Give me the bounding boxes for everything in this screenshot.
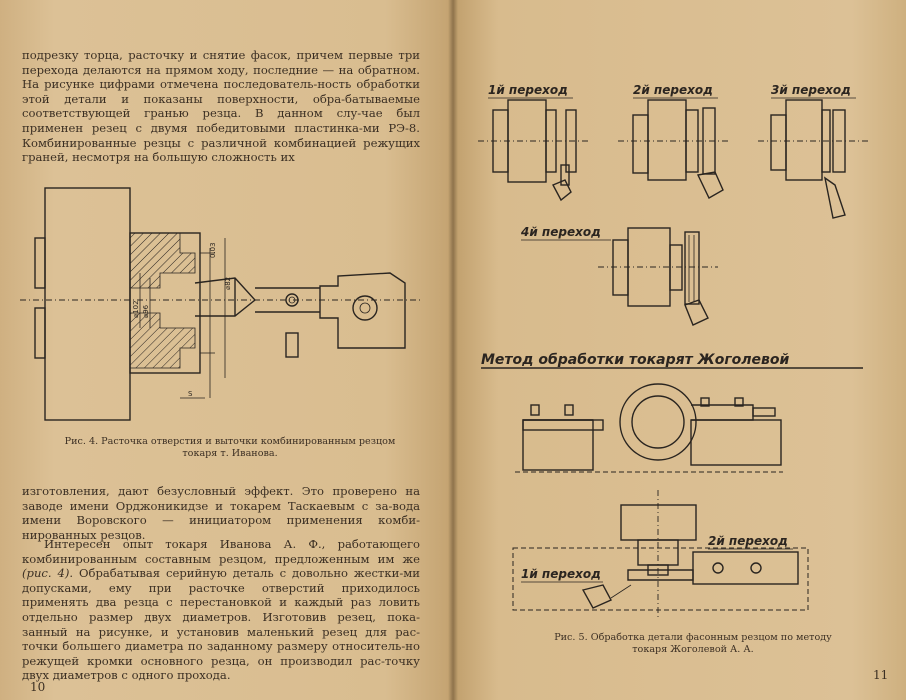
right-page-number: 11 [873, 668, 889, 682]
figure-5-caption: Рис. 5. Обработка детали фасонным резцом… [498, 632, 888, 656]
dim-003: 0.03 [209, 242, 217, 258]
para3-end: . Обрабатывая серийную деталь с довольно… [22, 566, 420, 683]
lower-transition-1-label: 1й переход [521, 567, 601, 581]
method-lower-sketch [512, 490, 809, 620]
left-paragraph-2: изготовления, дают безусловный эффект. Э… [22, 484, 420, 542]
dim-96: ⌀96 [142, 304, 150, 318]
book-gutter [448, 0, 458, 700]
figure-4-reference: (рис. 4) [22, 566, 70, 581]
method-main-sketch [515, 383, 783, 473]
figure-5-drawing: 1й переход 2й переход 3й переход [478, 83, 868, 620]
left-page: подрезку торца, расточку и снятие фасок,… [0, 0, 453, 700]
figure-4-drawing: 0.03 ⌀82 ⌀102 ⌀96 S [20, 187, 420, 421]
right-page: 1й переход 2й переход 3й переход [453, 0, 906, 700]
transition-1-label: 1й переход [488, 83, 568, 97]
transition-1-sketch [478, 99, 588, 202]
transition-3-label: 3й переход [771, 83, 851, 97]
transition-2-label: 2й переход [633, 83, 713, 97]
left-paragraph-3: Интересен опыт токаря Иванова А. Ф., раб… [22, 537, 420, 683]
dim-102: ⌀102 [132, 300, 140, 318]
method-title: Метод обработки токарят Жоголевой [481, 352, 789, 368]
left-paragraph-1: подрезку торца, расточку и снятие фасок,… [22, 48, 420, 165]
para3-start: Интересен опыт токаря Иванова А. Ф., раб… [22, 537, 420, 566]
figure-5-caption-line-2: токаря Жоголевой А. А. [632, 644, 754, 655]
dim-s: S [188, 390, 193, 398]
figure-5-caption-line-1: Рис. 5. Обработка детали фасонным резцом… [554, 632, 832, 643]
lower-transition-2-label: 2й переход [708, 534, 788, 548]
left-page-number: 10 [30, 680, 46, 694]
figure-4-caption: Рис. 4. Расточка отверстия и выточки ком… [30, 436, 430, 460]
transition-4-label: 4й переход [520, 225, 601, 239]
figure-4-caption-line-2: токаря т. Иванова. [182, 448, 278, 459]
dim-82: ⌀82 [224, 277, 232, 290]
transition-2-sketch [618, 99, 728, 199]
figure-4-caption-line-1: Рис. 4. Расточка отверстия и выточки ком… [64, 436, 396, 447]
transition-3-sketch [758, 99, 868, 219]
transition-4-sketch [598, 227, 718, 326]
